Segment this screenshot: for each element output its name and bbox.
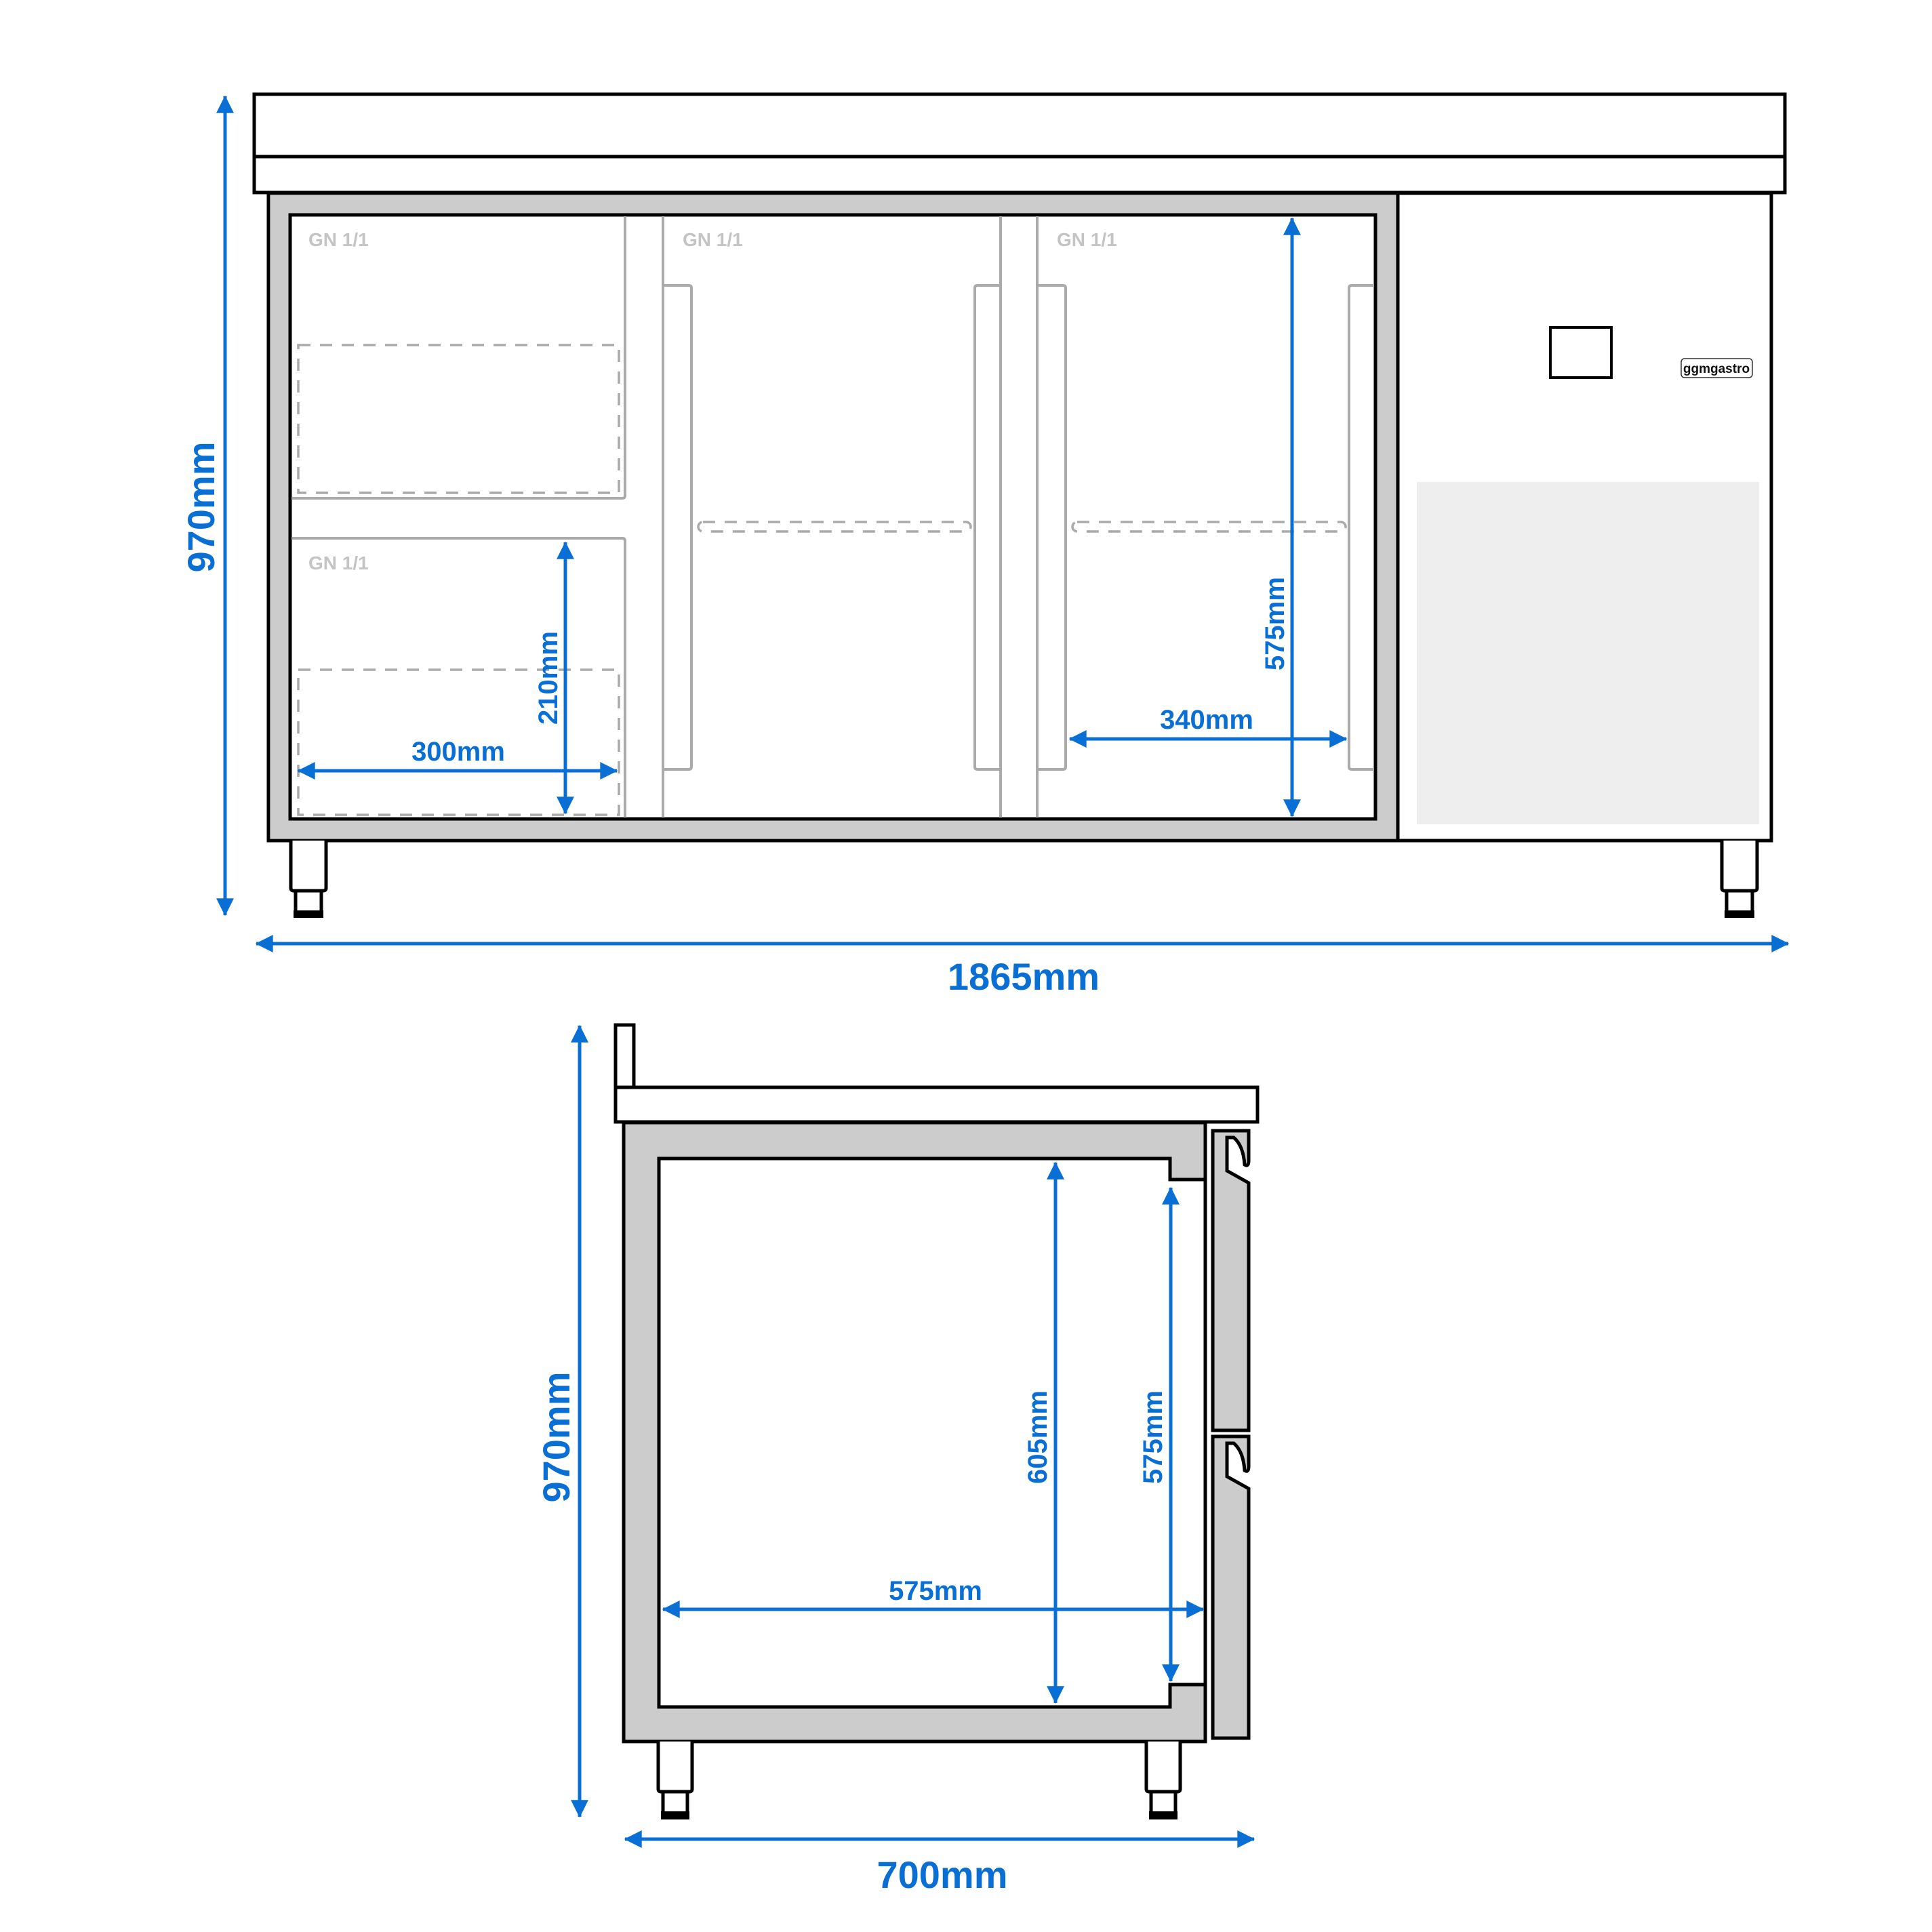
side-dimension-depth: 700mm: [624, 1830, 1255, 1896]
front-view: GN 1/1 GN 1/1 GN 1/1 GN 1/1 ggmgastr: [180, 92, 1790, 998]
brand-badge: [1681, 358, 1753, 378]
cooled-section-inner: [288, 213, 1377, 821]
gn-label-door-left: GN 1/1: [683, 229, 743, 250]
dimension-overall-height: 970mm: [180, 95, 234, 917]
backsplash: [613, 1023, 636, 1089]
dimension-door-height: 575mm: [1260, 217, 1301, 818]
door-right: GN 1/1: [1036, 216, 1374, 818]
side-dimension-height: 970mm: [535, 1024, 588, 1818]
svg-text:210mm: 210mm: [534, 631, 563, 725]
door-left-shelf: [697, 521, 972, 533]
machine-compartment: ggmgastro: [1417, 326, 1759, 824]
gn-label-door-right: GN 1/1: [1057, 229, 1117, 250]
lower-gn-pan: [297, 668, 620, 816]
door-left-handle-right: [973, 284, 1001, 771]
gn-label-upper-drawer: GN 1/1: [308, 229, 369, 250]
leg-left: [289, 841, 328, 918]
leg-right: [1720, 841, 1759, 918]
svg-text:1865mm: 1865mm: [948, 955, 1100, 998]
svg-text:300mm: 300mm: [411, 737, 505, 767]
gn-label-lower-drawer: GN 1/1: [308, 552, 369, 573]
countertop-upper: [252, 92, 1787, 159]
svg-text:340mm: 340mm: [1160, 705, 1253, 735]
dimension-overall-width: 1865mm: [255, 935, 1790, 998]
svg-text:605mm: 605mm: [1023, 1390, 1053, 1484]
door-right-handle-right: [1348, 284, 1374, 771]
control-display: [1549, 326, 1613, 379]
svg-text:970mm: 970mm: [535, 1371, 578, 1502]
svg-text:970mm: 970mm: [180, 441, 222, 572]
door-left-handle-left: [663, 284, 693, 771]
svg-text:575mm: 575mm: [1260, 577, 1290, 670]
drawer-column: GN 1/1 GN 1/1: [291, 216, 626, 818]
svg-text:700mm: 700mm: [877, 1853, 1007, 1896]
side-inner-cavity: [657, 1156, 1207, 1709]
lower-drawer-outline: [291, 537, 626, 818]
svg-text:575mm: 575mm: [889, 1576, 982, 1606]
countertop-lower: [252, 155, 1787, 195]
dimension-drawer-height: 210mm: [534, 541, 574, 815]
upper-gn-pan: [297, 344, 620, 494]
upper-drawer-outline: [291, 216, 626, 500]
side-leg-left: [656, 1742, 694, 1819]
side-door-lower: [1211, 1434, 1251, 1740]
door-right-shelf: [1071, 521, 1347, 533]
door-left: GN 1/1: [662, 216, 1002, 818]
side-dimension-inner-depth: 575mm: [662, 1576, 1205, 1618]
side-door-upper: [1211, 1129, 1251, 1432]
svg-text:575mm: 575mm: [1138, 1390, 1168, 1484]
side-leg-right: [1144, 1742, 1182, 1819]
side-dimension-door-opening: 575mm: [1138, 1186, 1180, 1683]
side-view: 970mm 700mm 605mm 575mm 575mm: [535, 1023, 1260, 1896]
brand-label: ggmgastro: [1683, 362, 1750, 376]
door-right-handle-left: [1037, 284, 1067, 771]
ventilation-grille: [1417, 482, 1759, 824]
side-countertop: [613, 1085, 1260, 1124]
